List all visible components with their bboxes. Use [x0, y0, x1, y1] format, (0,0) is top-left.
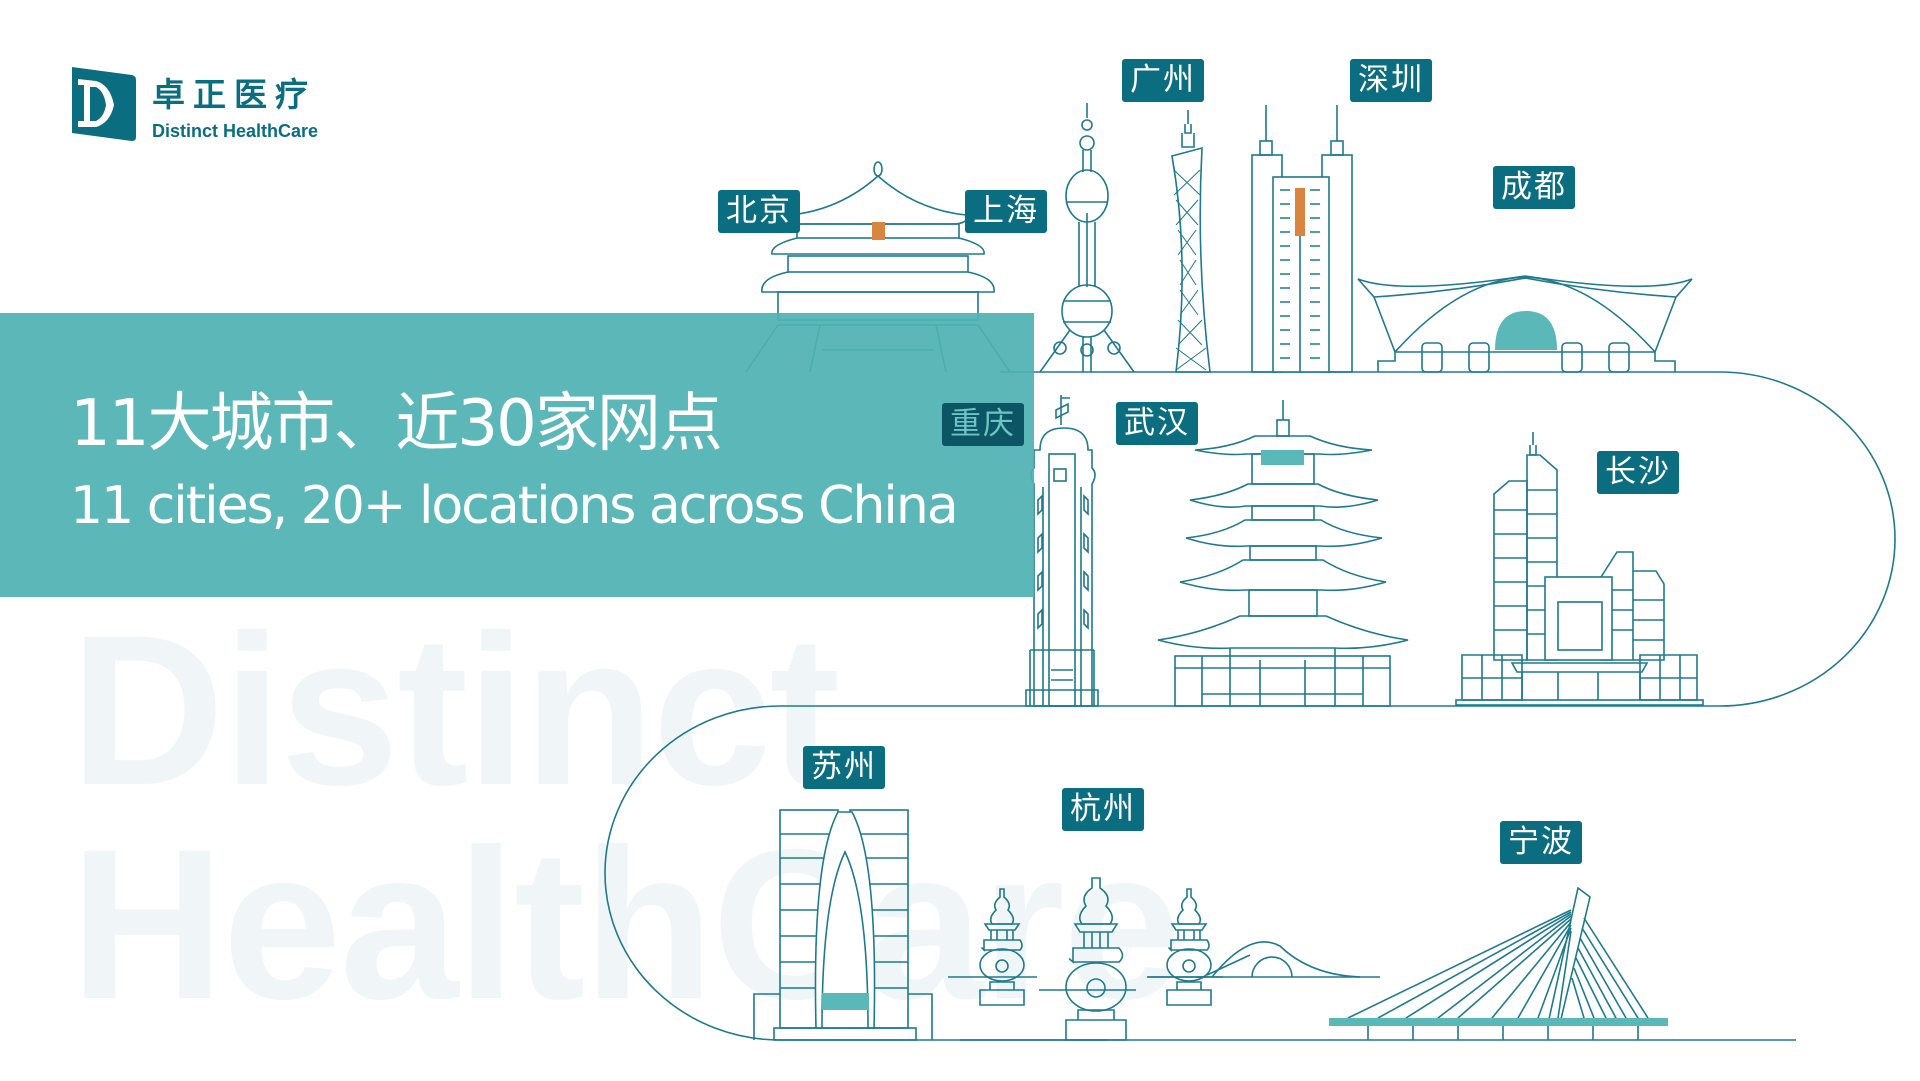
- city-label-suzhou: 苏州: [803, 746, 885, 789]
- headline-banner: [0, 313, 1034, 597]
- yellow-crane-tower-icon: [1157, 400, 1409, 707]
- canton-tower-icon: [1171, 110, 1211, 373]
- cable-stayed-bridge-icon: [1347, 886, 1649, 1040]
- three-pools-pagodas-icon: [948, 877, 1380, 1041]
- city-label-guangzhou: 广州: [1122, 59, 1204, 102]
- twin-towers-icon: [1251, 105, 1353, 373]
- skyscrapers-icon: [1455, 432, 1704, 706]
- city-label-chengdu: 成都: [1493, 166, 1575, 209]
- city-label-chongqing: 重庆: [942, 403, 1024, 446]
- liberation-monument-icon: [1025, 395, 1099, 707]
- headline-en: 11 cities, 20+ locations across China: [70, 476, 959, 536]
- watermark-line1: Distinct: [70, 591, 841, 830]
- city-label-beijing: 北京: [718, 190, 800, 233]
- gate-of-orient-icon: [753, 809, 933, 1041]
- oriental-pearl-tower-icon: [1039, 103, 1135, 373]
- city-label-shenzhen: 深圳: [1350, 59, 1432, 102]
- city-label-ningbo: 宁波: [1500, 821, 1582, 864]
- city-label-hangzhou: 杭州: [1062, 788, 1144, 831]
- d-logo-icon: [70, 65, 138, 143]
- headline-cn: 11大城市、近30家网点: [70, 387, 723, 461]
- station-dome-icon: [1357, 275, 1693, 373]
- brand-name-en: Distinct HealthCare: [152, 121, 319, 141]
- brand-name-cn: 卓正医疗: [152, 75, 316, 114]
- city-label-changsha: 长沙: [1597, 451, 1679, 494]
- city-label-wuhan: 武汉: [1116, 402, 1198, 445]
- city-label-shanghai: 上海: [965, 190, 1047, 233]
